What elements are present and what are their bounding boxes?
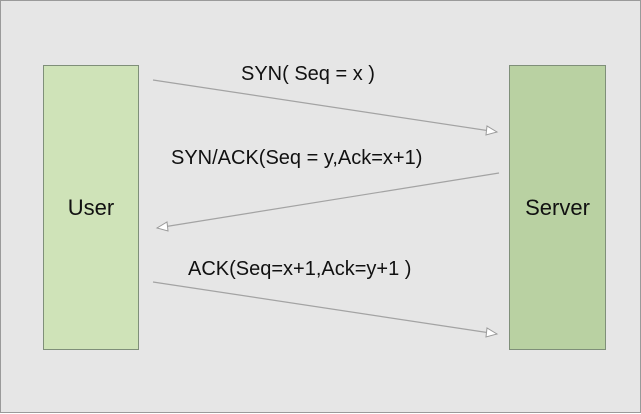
- syn-arrow: [152, 79, 499, 136]
- ack-message-label: ACK(Seq=x+1,Ack=y+1 ): [188, 258, 412, 280]
- user-actor-label: User: [67, 194, 115, 220]
- synack-arrow: [155, 172, 500, 232]
- synack-message-label: SYN/ACK(Seq = y,Ack=x+1): [171, 147, 423, 169]
- server-actor-box: Server: [509, 65, 606, 350]
- ack-arrow: [152, 281, 499, 338]
- syn-message-label: SYN( Seq = x ): [241, 63, 375, 85]
- user-actor-box: User: [43, 65, 139, 350]
- server-actor-label: Server: [525, 194, 590, 220]
